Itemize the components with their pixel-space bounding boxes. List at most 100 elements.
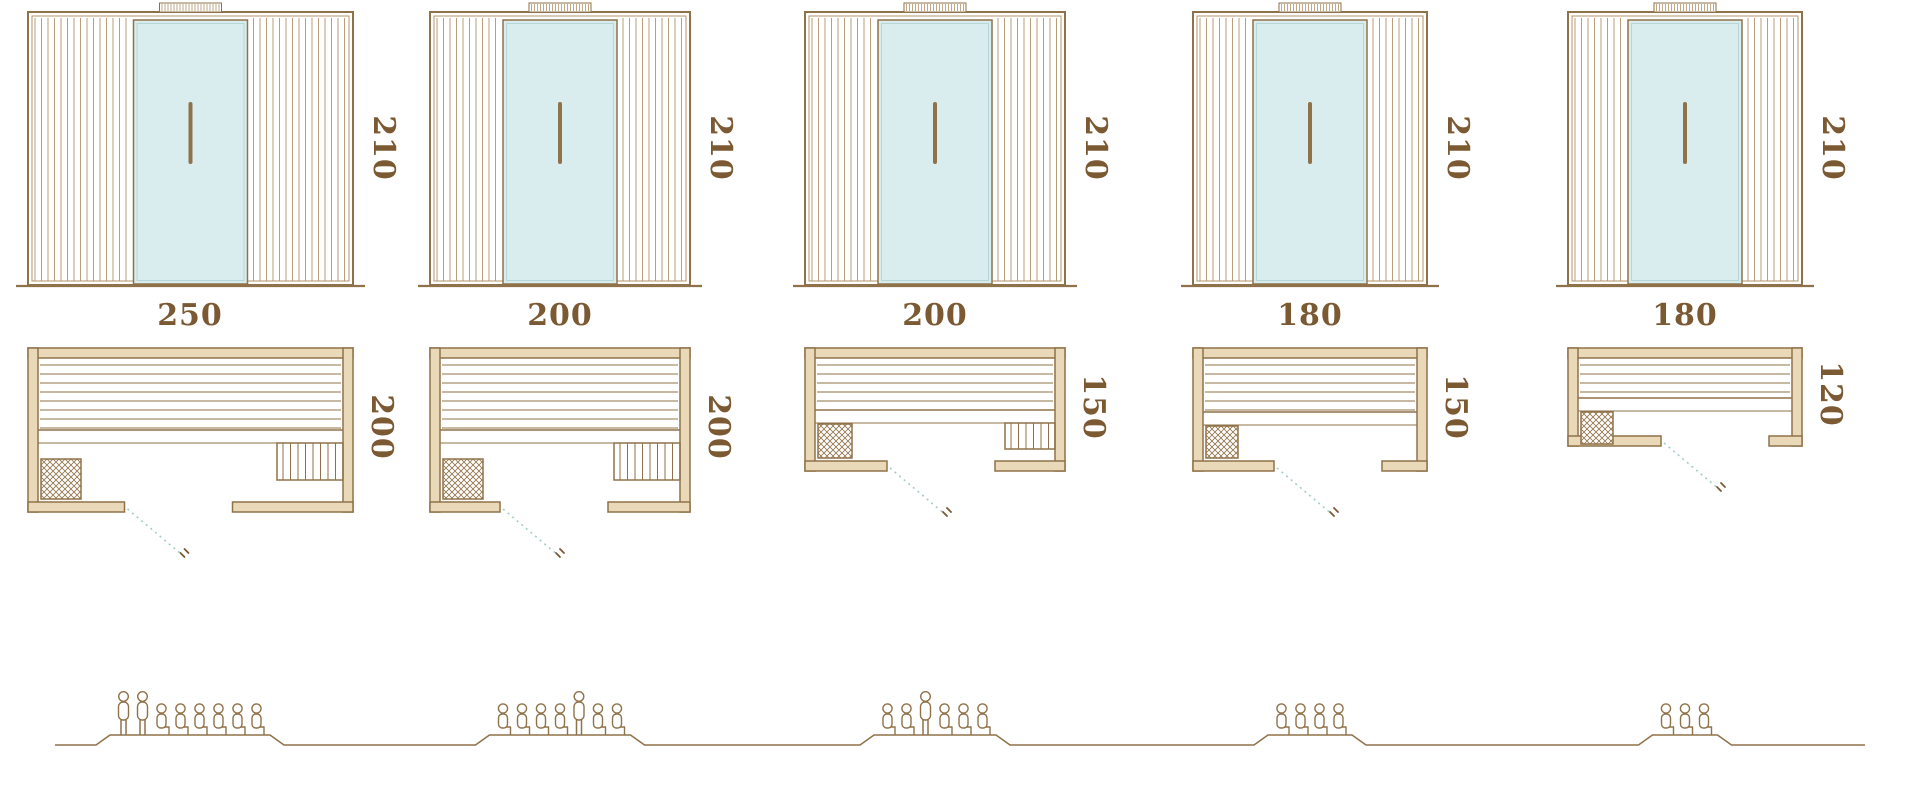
door-swing-path [1276,467,1334,516]
heater-icon [817,423,853,459]
door-handle-mark [179,548,189,558]
glass-door [502,19,618,285]
capacity-figures-strip [0,689,1920,789]
depth-dimension-label: 200 [701,394,736,460]
person-icon [919,690,932,735]
floor-plan-drawing [1188,345,1432,546]
floor-plan-drawing [425,345,695,587]
door-handle-mark [555,548,565,558]
top-vent [158,2,222,13]
person-icon [573,690,585,735]
wall-slats [811,18,1057,281]
door-handle-icon [933,102,937,164]
depth-dimension-label: 150 [1076,373,1111,440]
door-swing-path [502,508,560,557]
top-vent [903,2,967,13]
height-dimension-label: 210 [365,115,401,181]
floor-plan-drawing [800,345,1070,546]
person-icon [882,703,896,735]
person-icon [175,703,189,735]
door-handle-icon [1308,102,1312,164]
door-handle-icon [1683,102,1687,164]
wall-slats [1574,18,1794,281]
person-icon [1679,703,1694,735]
wall-slats [34,18,345,281]
person-icon [232,703,246,735]
person-icon [497,703,512,735]
person-icon [592,703,607,735]
capacity-group [1276,703,1347,735]
door-swing-path [1663,442,1721,491]
glass-door [132,19,248,285]
heater-icon [1580,411,1614,445]
width-dimension-label: 200 [527,298,593,333]
person-icon [516,703,531,735]
person-icon [1698,703,1713,735]
back-bench [440,364,680,444]
person-icon [156,703,170,735]
front-elevation-drawing [418,0,702,300]
ground-line [55,734,1865,746]
door-handle-icon [188,102,192,164]
door-swing-path [889,467,947,516]
person-icon [194,703,208,735]
person-icon [136,690,149,735]
heater-icon [442,458,484,500]
width-dimension-label: 180 [1277,298,1343,333]
person-icon [251,703,265,735]
width-dimension-label: 180 [1652,298,1718,333]
person-icon [117,690,130,735]
person-icon [213,703,227,735]
person-icon [535,703,550,735]
front-elevation-drawing [15,0,365,300]
door-handle-icon [558,102,562,164]
back-bench [37,364,343,444]
front-elevation-drawing [1181,0,1439,300]
person-icon [1660,703,1675,735]
person-icon [1295,703,1309,735]
person-icon [1314,703,1328,735]
back-bench [815,364,1055,424]
person-icon [1333,703,1347,735]
side-bench [275,442,344,481]
capacity-group [1660,703,1713,735]
heater-icon [39,458,82,500]
back-bench [1578,364,1792,412]
width-dimension-label: 200 [902,298,968,333]
height-dimension-label: 210 [1078,115,1113,181]
wall-slats [436,18,682,281]
door-handle-mark [1716,482,1726,492]
door-handle-mark [942,507,952,517]
height-dimension-label: 210 [1440,115,1475,181]
depth-dimension-label: 150 [1438,373,1473,440]
person-icon [554,703,569,735]
floor-plan-drawing [1563,345,1807,521]
plan-walls [1567,347,1803,447]
depth-dimension-label: 120 [1813,361,1848,427]
capacity-group [497,690,626,735]
front-elevation-drawing [1556,0,1814,300]
floor-plan-drawing [23,345,358,587]
top-vent [1653,2,1717,13]
person-icon [958,703,972,735]
front-elevation-drawing [793,0,1077,300]
person-icon [901,703,915,735]
side-bench [613,442,681,481]
glass-door [1627,19,1743,285]
top-vent [528,2,592,13]
person-icon [611,703,626,735]
plan-walls [1192,347,1428,472]
person-icon [939,703,953,735]
top-vent [1278,2,1342,13]
heater-icon [1205,425,1239,459]
width-dimension-label: 250 [157,298,223,333]
person-icon [1276,703,1290,735]
capacity-group [117,690,265,735]
height-dimension-label: 210 [703,115,738,181]
depth-dimension-label: 200 [363,394,399,460]
person-icon [977,703,991,735]
capacity-group [882,690,991,735]
side-bench [1004,422,1056,450]
door-handle-mark [1329,507,1339,517]
